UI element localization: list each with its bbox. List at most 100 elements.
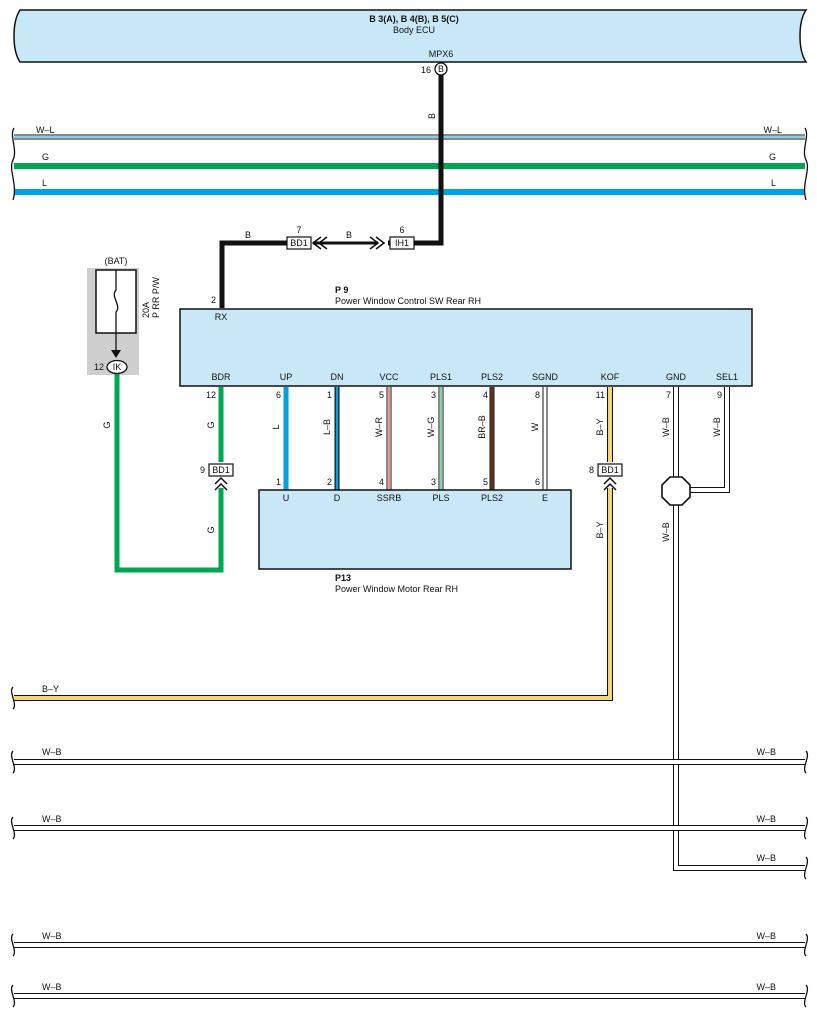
switch-pin-dn-no: 1	[327, 390, 332, 400]
bus-wb3-left: W–B	[42, 931, 62, 941]
switch-pin-pls2-name: PLS2	[481, 372, 503, 382]
wire-kof-bot-label: B–Y	[595, 521, 605, 538]
motor-pin-pls-no: 3	[431, 477, 436, 487]
bus-g-right: G	[769, 152, 776, 162]
switch-pin-up-name: UP	[280, 372, 293, 382]
switch-code: P 9	[335, 285, 348, 295]
switch-pin-dn-name: DN	[331, 372, 344, 382]
motor-pin-pls2-name: PLS2	[481, 493, 503, 503]
bus-break-right-wb1	[803, 750, 809, 774]
ih1-pin: 6	[399, 225, 404, 235]
switch-name: Power Window Control SW Rear RH	[335, 296, 481, 306]
bus-wb4-left: W–B	[42, 982, 62, 992]
bus-l-right: L	[771, 178, 776, 188]
fuse-element	[113, 270, 119, 333]
wire-rx-left-label: B	[245, 230, 251, 240]
ecu-connector-letter: B	[438, 64, 444, 74]
ecu-name: Body ECU	[393, 25, 435, 35]
motor-box	[258, 489, 572, 570]
motor-pin-ssrb-no: 4	[379, 477, 384, 487]
motor-pin-e-name: E	[542, 493, 548, 503]
bus-wl-right: W–L	[763, 125, 782, 135]
bus-wb2-left: W–B	[42, 814, 62, 824]
bus-break-right-wb2	[803, 816, 809, 840]
bd1-bdr-pin: 9	[200, 465, 205, 475]
switch-pin-sgnd-no: 8	[535, 390, 540, 400]
switch-pin-vcc-no: 5	[379, 390, 384, 400]
bd1-bdr-connector	[208, 463, 234, 477]
wire-ik-g	[114, 374, 224, 573]
switch-pin-kof-no: 11	[596, 390, 605, 400]
switch-pin-kof-name: KOF	[601, 372, 620, 382]
bus-break-left-wb2	[10, 816, 16, 840]
ih1-arrow	[369, 236, 386, 250]
ecu-pin-name: MPX6	[429, 49, 454, 59]
ih1-connector	[389, 236, 415, 250]
bd1-rx-connector	[286, 236, 312, 250]
bus-l-left: L	[42, 178, 47, 188]
bd1-kof-arrow	[603, 476, 617, 491]
bus-break-left-wb1	[10, 750, 16, 774]
bus-break-right-wb4	[803, 984, 809, 1008]
motor-code: P13	[335, 573, 351, 583]
ik-pin: 12	[94, 362, 104, 372]
bus-break-right-top	[803, 127, 809, 201]
fuse-arrow	[111, 350, 121, 358]
switch-pin-pls1-no: 3	[431, 390, 436, 400]
switch-pin-rx-name: RX	[215, 312, 228, 322]
wire-mpx-label: B	[427, 113, 437, 119]
ecu-code: B 3(A), B 4(B), B 5(C)	[369, 14, 459, 24]
motor-pin-e-no: 6	[535, 477, 540, 487]
bus-wb1-right: W–B	[756, 747, 776, 757]
body-ecu-box	[13, 9, 808, 63]
ik-connector	[106, 359, 128, 375]
switch-pin-pls2-no: 4	[483, 390, 488, 400]
bus-g-left: G	[42, 152, 49, 162]
bus-wb2-right: W–B	[756, 814, 776, 824]
bus-wl-left: W–L	[36, 125, 55, 135]
bus-wb1-left: W–B	[42, 747, 62, 757]
wire-ik-label: G	[102, 421, 112, 428]
bd1-kof-connector	[597, 463, 623, 477]
switch-pin-up-no: 6	[276, 390, 281, 400]
bus-break-left-by	[10, 686, 16, 710]
switch-pin-bdr-name: BDR	[211, 372, 231, 382]
wire-bdr-top-label: G	[206, 421, 216, 428]
wire-bdr-bot-label: G	[206, 526, 216, 533]
switch-pin-gnd-name: GND	[666, 372, 687, 382]
switch-pin-sgnd-name: SGND	[532, 372, 559, 382]
bd1-rx-pin: 7	[296, 225, 301, 235]
motor-pin-pls2-no: 5	[483, 477, 488, 487]
wire-kof	[14, 387, 613, 701]
wire-pls2-label: BR–B	[477, 415, 487, 439]
switch-pin-sel1-no: 9	[717, 390, 722, 400]
bd1-rx-label: BD1	[290, 238, 308, 248]
switch-pin-gnd-no: 7	[666, 390, 671, 400]
wire-gnd-down-label: W–B	[661, 522, 671, 542]
wire-kof-top-label: B–Y	[595, 418, 605, 435]
motor-pin-u-name: U	[283, 493, 290, 503]
bus-break-right-gnd	[803, 856, 809, 880]
switch-pin-pls1-name: PLS1	[430, 372, 452, 382]
bus-wb3-right: W–B	[756, 931, 776, 941]
bus-by-left: B–Y	[42, 684, 59, 694]
wire-dn-label: L–B	[322, 419, 332, 435]
ecu-pin-no: 16	[421, 65, 431, 75]
wire-sel1-label: W–B	[712, 417, 722, 437]
ik-label: IK	[113, 362, 122, 372]
bus-break-left-wb4	[10, 984, 16, 1008]
wire-rx-mid-label: B	[346, 230, 352, 240]
bd1-rx-arrow	[311, 236, 328, 250]
bd1-kof-pin: 8	[589, 465, 594, 475]
switch-box	[179, 308, 753, 387]
motor-pin-d-name: D	[334, 493, 341, 503]
motor-pin-u-no: 1	[276, 477, 281, 487]
motor-name: Power Window Motor Rear RH	[335, 584, 458, 594]
ih1-label: IH1	[395, 238, 409, 248]
switch-pin-bdr-no: 12	[206, 390, 216, 400]
ground-splice	[661, 476, 691, 506]
bd1-kof-label: BD1	[601, 465, 619, 475]
bd1-bdr-arrow	[214, 476, 228, 491]
